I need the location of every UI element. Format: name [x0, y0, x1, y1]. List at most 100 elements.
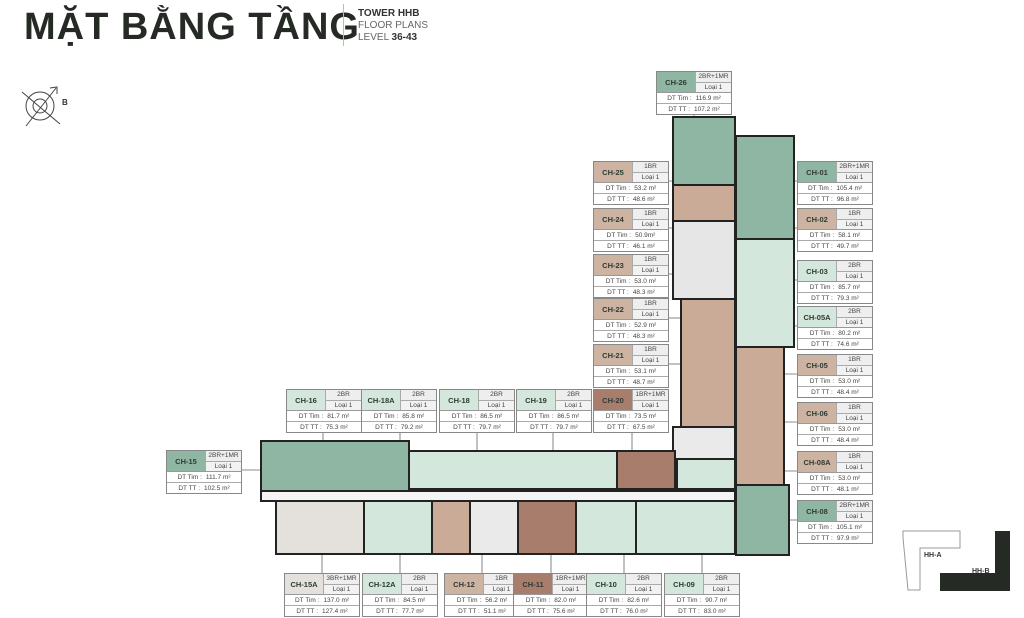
dt-tt-value: 48.3 m²: [632, 288, 655, 296]
unit-type: 1BR: [483, 574, 519, 584]
dt-tim-value: 116.9 m²: [695, 94, 721, 102]
dt-tt-value: 77.7 m²: [401, 607, 424, 615]
unit-block-ch10: [575, 500, 637, 555]
dt-tt-value: 75.3 m²: [325, 423, 348, 431]
dt-tt-label: DT TT :: [607, 288, 629, 296]
dt-tim-value: 85.7 m²: [838, 283, 861, 291]
dt-tim-value: 53.0 m²: [838, 474, 861, 482]
unit-block-ch21-23: [680, 298, 736, 428]
level-label: LEVEL: [358, 32, 389, 43]
unit-type: 2BR+1MR: [205, 451, 241, 461]
unit-type: 1BR: [632, 162, 668, 172]
unit-loai: Loại 1: [555, 399, 591, 410]
dt-tim-value: 80.2 m²: [838, 329, 861, 337]
dt-tt-value: 74.6 m²: [836, 340, 859, 348]
unit-type: 2BR: [478, 390, 514, 400]
unit-loai: Loại 1: [836, 461, 872, 472]
unit-loai: Loại 1: [632, 399, 668, 410]
dt-tt-value: 75.6 m²: [552, 607, 575, 615]
dt-tim-value: 86.5 m²: [557, 412, 580, 420]
unit-code: CH-06: [798, 403, 836, 423]
dt-tim-label: DT Tim :: [528, 412, 554, 420]
unit-block-ch01: [735, 135, 795, 240]
dt-tt-label: DT TT :: [300, 423, 322, 431]
unit-loai: Loại 1: [632, 171, 668, 182]
dt-tt-value: 97.9 m²: [836, 534, 859, 542]
dt-tt-label: DT TT :: [811, 340, 833, 348]
dt-tim-value: 137.0 m²: [323, 596, 350, 604]
dt-tt-label: DT TT :: [376, 607, 398, 615]
dt-tim-value: 53.0 m²: [634, 277, 657, 285]
dt-tim-label: DT Tim :: [605, 184, 631, 192]
dt-tim-label: DT Tim :: [605, 321, 631, 329]
dt-tim-label: DT Tim :: [294, 596, 320, 604]
dt-tim-label: DT Tim :: [807, 184, 833, 192]
compass-label: B: [62, 98, 68, 107]
unit-loai: Loại 1: [632, 354, 668, 365]
dt-tt-value: 79.7 m²: [478, 423, 501, 431]
dt-tim-label: DT Tim :: [809, 377, 835, 385]
dt-tim-label: DT Tim :: [605, 412, 631, 420]
dt-tim-label: DT Tim :: [809, 231, 835, 239]
dt-tim-value: 82.6 m²: [627, 596, 650, 604]
unit-loai: Loại 1: [400, 399, 436, 410]
dt-tim-label: DT Tim :: [809, 474, 835, 482]
dt-tim-label: DT Tim :: [667, 94, 692, 102]
unit-type: 2BR+1MR: [695, 72, 731, 82]
dt-tim-value: 86.5 m²: [480, 412, 503, 420]
dt-tt-value: 46.1 m²: [632, 242, 655, 250]
dt-tt-label: DT TT :: [668, 105, 690, 113]
unit-block-ch03-05a: [735, 238, 795, 348]
dt-tim-label: DT Tim :: [598, 596, 624, 604]
unit-code: CH-02: [798, 209, 836, 229]
dt-tim-label: DT Tim :: [525, 596, 551, 604]
unit-loai: Loại 1: [695, 81, 731, 92]
dt-tim-value: 90.7 m²: [705, 596, 728, 604]
unit-loai: Loại 1: [632, 218, 668, 229]
unit-code: CH-24: [594, 209, 632, 229]
dt-tt-value: 79.3 m²: [836, 294, 859, 302]
unit-type: 2BR: [625, 574, 661, 584]
dt-tim-value: 50.9m²: [635, 231, 656, 239]
dt-tt-label: DT TT :: [296, 607, 318, 615]
dt-tim-value: 82.0 m²: [554, 596, 577, 604]
dt-tim-value: 53.2 m²: [634, 184, 657, 192]
unit-code: CH-08A: [798, 452, 836, 472]
dt-tt-label: DT TT :: [811, 534, 833, 542]
core-wing: [469, 500, 519, 555]
unit-loai: Loại 1: [836, 171, 872, 182]
unit-code: CH-15A: [285, 574, 323, 594]
dt-tt-value: 48.1 m²: [836, 485, 859, 493]
floor-plans-label: FLOOR PLANS: [358, 20, 429, 31]
dt-tim-value: 58.1 m²: [838, 231, 861, 239]
unit-block-ch15a: [275, 500, 365, 555]
unit-loai: Loại 1: [836, 364, 872, 375]
dt-tt-label: DT TT :: [178, 484, 200, 492]
dt-tim-label: DT Tim :: [373, 412, 399, 420]
dt-tim-value: 105.1 m²: [836, 523, 863, 531]
unit-loai: Loại 1: [625, 583, 661, 594]
unit-code: CH-03: [798, 261, 836, 281]
north-compass-icon: B: [20, 82, 70, 137]
unit-loai: Loại 1: [478, 399, 514, 410]
unit-type: 2BR: [555, 390, 591, 400]
unit-block-ch12a: [363, 500, 433, 555]
unit-type: 1BR+1MR: [552, 574, 588, 584]
unit-type: 2BR: [401, 574, 437, 584]
unit-code: CH-12: [445, 574, 483, 594]
dt-tim-label: DT Tim :: [298, 412, 324, 420]
dt-tt-value: 48.4 m²: [836, 436, 859, 444]
unit-code: CH-19: [517, 390, 555, 410]
tower-name: TOWER HHB: [358, 8, 420, 19]
